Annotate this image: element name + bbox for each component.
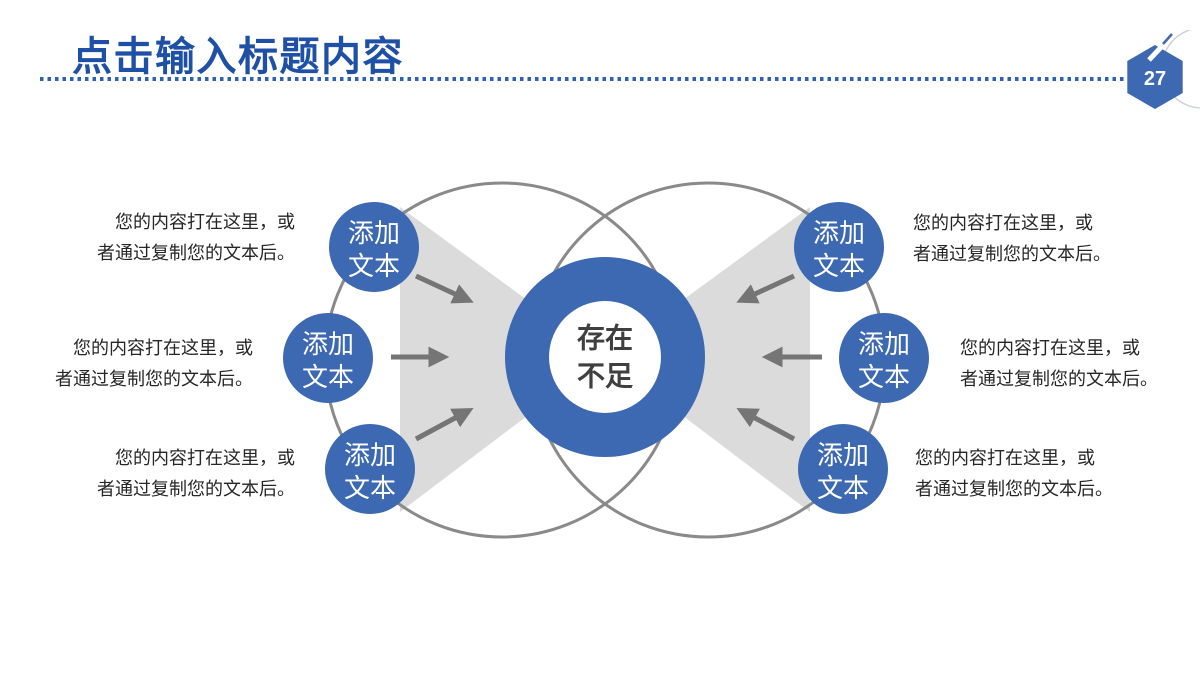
node-circle [798,424,888,514]
node-circle [794,202,884,292]
node-right-top: 添加 文本 [794,202,884,292]
node-label-line1: 添加 [348,218,400,248]
description-line: 您的内容打在这里，或 [915,448,1095,468]
center-node: 存在 不足 [505,257,705,457]
dotted-divider [40,77,1126,81]
node-label-line2: 文本 [302,362,354,392]
arrow-right-bottom-icon [736,408,796,442]
description-left-top: 您的内容打在这里，或 者通过复制您的文本后。 [97,207,295,269]
arrow-left-top-icon [414,273,474,304]
node-circle [325,424,415,514]
node-right-bottom: 添加 文本 [798,424,888,514]
node-left-bottom: 添加 文本 [325,424,415,514]
node-label-line1: 添加 [302,329,354,359]
node-left-middle: 添加 文本 [283,313,373,403]
node-label-line2: 文本 [348,251,400,281]
description-line: 者通过复制您的文本后。 [97,479,295,499]
description-line: 者通过复制您的文本后。 [913,244,1111,264]
node-right-middle: 添加 文本 [839,313,929,403]
node-circle [839,313,929,403]
description-right-bottom: 您的内容打在这里，或 者通过复制您的文本后。 [915,443,1113,505]
description-right-middle: 您的内容打在这里，或 者通过复制您的文本后。 [960,333,1158,395]
page-number-badge: 27 [1127,30,1200,109]
hexagon-shape [1127,45,1183,109]
center-label-line2: 不足 [577,361,633,392]
description-line: 您的内容打在这里，或 [73,338,253,358]
description-line: 者通过复制您的文本后。 [960,369,1158,389]
description-line: 者通过复制您的文本后。 [97,243,295,263]
hexagon-notch-tick [1162,33,1173,45]
node-label-line2: 文本 [813,251,865,281]
description-line: 您的内容打在这里，或 [960,338,1140,358]
node-label-line1: 添加 [817,440,869,470]
page-title: 点击输入标题内容 [72,35,404,79]
right-wedge-shape [605,207,810,512]
node-label-line1: 添加 [813,218,865,248]
hexagon-notch [1147,41,1167,62]
node-circle [283,313,373,403]
description-right-top: 您的内容打在这里，或 者通过复制您的文本后。 [913,208,1111,270]
node-label-line1: 添加 [858,329,910,359]
description-left-bottom: 您的内容打在这里，或 者通过复制您的文本后。 [97,443,295,505]
description-line: 者通过复制您的文本后。 [55,369,253,389]
description-line: 您的内容打在这里，或 [913,213,1093,233]
center-inner-circle [549,301,661,413]
node-label-line1: 添加 [344,440,396,470]
description-line: 者通过复制您的文本后。 [915,479,1113,499]
left-wedge-shape [400,207,605,512]
description-left-middle: 您的内容打在这里，或 者通过复制您的文本后。 [55,333,253,395]
node-label-line2: 文本 [858,362,910,392]
arrow-right-top-icon [736,273,796,304]
center-label-line1: 存在 [577,322,633,354]
node-circle [329,202,419,292]
arrow-left-bottom-icon [414,408,474,442]
node-label-line2: 文本 [344,473,396,503]
description-line: 您的内容打在这里，或 [115,212,295,232]
node-label-line2: 文本 [817,473,869,503]
description-line: 您的内容打在这里，或 [115,448,295,468]
page-number: 27 [1144,68,1166,90]
node-left-top: 添加 文本 [329,202,419,292]
